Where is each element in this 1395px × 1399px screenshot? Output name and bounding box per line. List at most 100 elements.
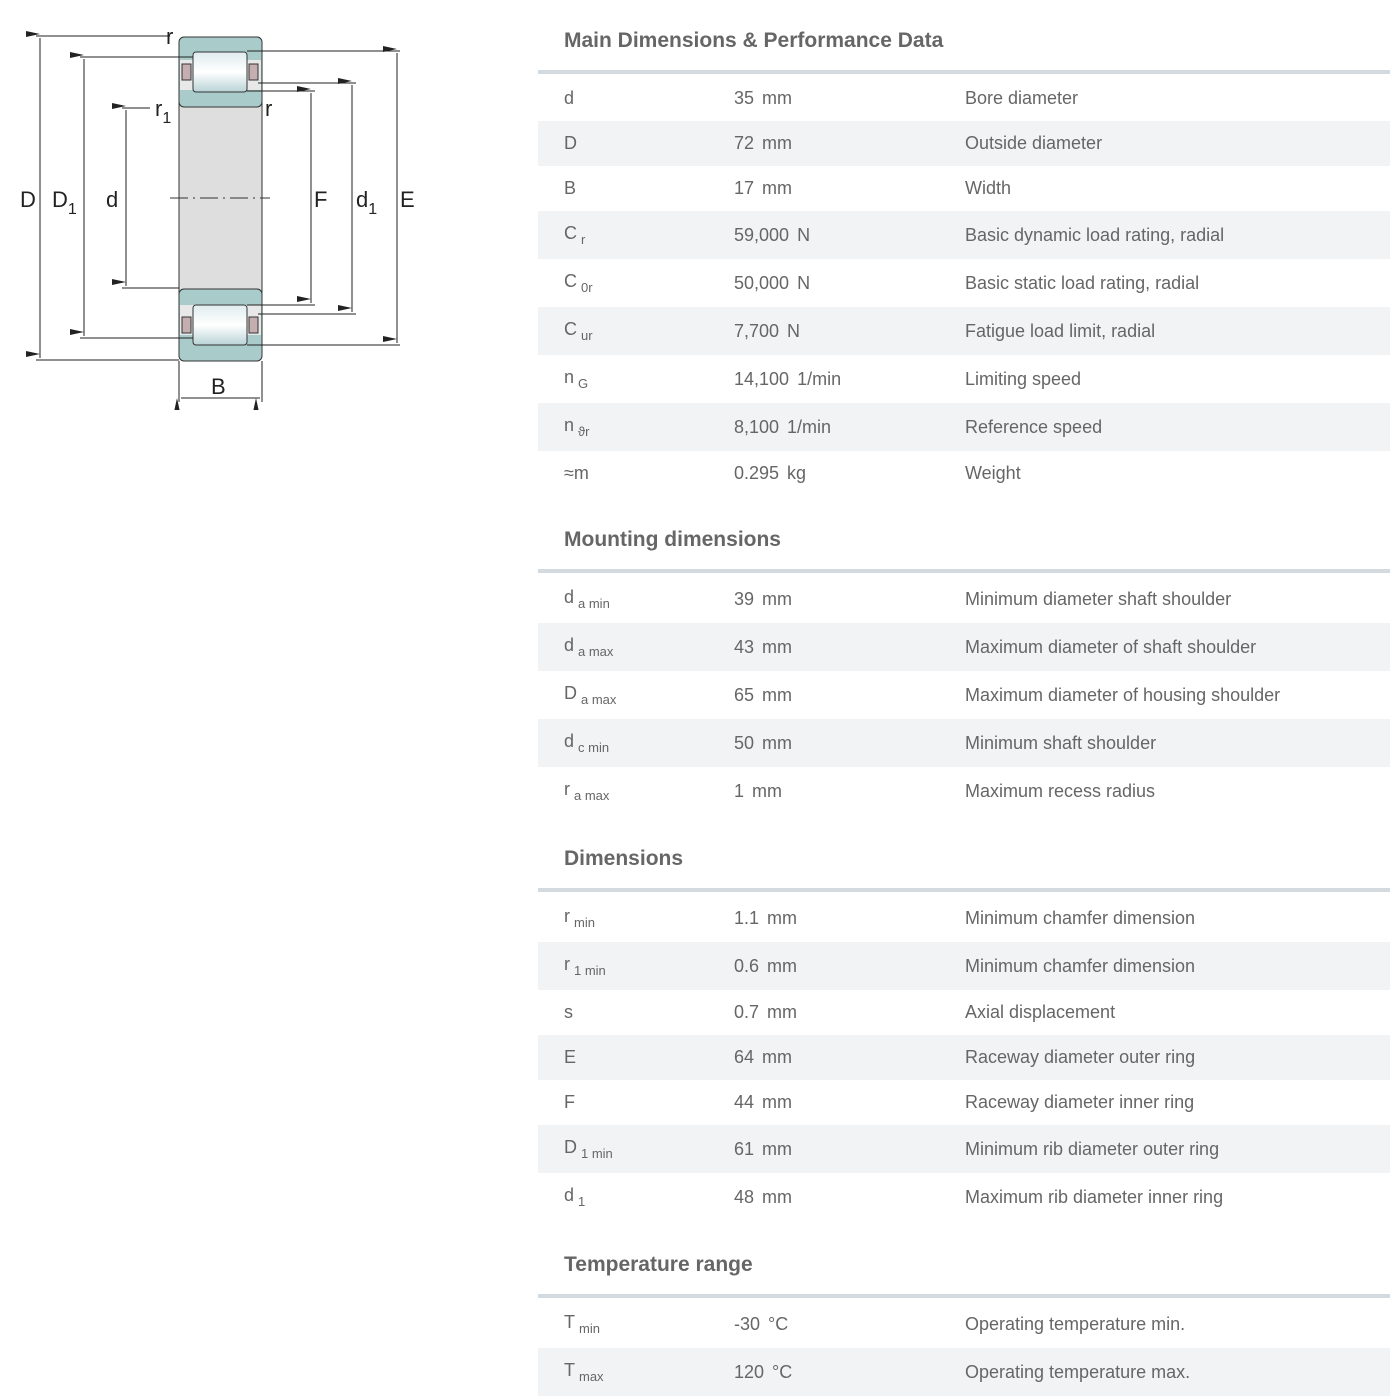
description-cell: Fatigue load limit, radial (965, 320, 1156, 341)
bearing-cross-section-drawing: D D1 d F d1 E B r r r1 (20, 24, 415, 410)
bearing-body (170, 36, 270, 362)
value: 1.1 (734, 907, 760, 928)
symbol-cell: d (538, 88, 708, 109)
symbol: ≈m (564, 463, 589, 483)
label-E: E (400, 187, 415, 212)
section-divider (538, 888, 1390, 892)
unit: mm (762, 178, 793, 198)
unit: N (797, 224, 811, 245)
unit: °C (768, 1313, 789, 1334)
description-cell: Limiting speed (965, 368, 1082, 389)
description-cell: Minimum rib diameter outer ring (965, 1138, 1220, 1159)
value: 0.295 (734, 463, 780, 483)
value: 17 (734, 178, 755, 198)
value: 8,100 (734, 416, 780, 437)
section-title: Mounting dimensions (564, 528, 781, 551)
description-cell: Weight (965, 463, 1021, 483)
description-cell: Minimum chamfer dimension (965, 907, 1196, 928)
symbol: s (564, 1002, 573, 1022)
value: 0.6 (734, 955, 760, 976)
symbol: C (564, 223, 577, 243)
value: 7,700 (734, 320, 780, 341)
value: 44 (734, 1092, 755, 1112)
symbol: D (564, 683, 577, 703)
symbol: r (564, 906, 570, 926)
unit: mm (762, 88, 793, 108)
unit: °C (772, 1361, 793, 1382)
symbol-subscript: 0r (581, 280, 593, 295)
unit: 1/min (787, 416, 832, 437)
unit: N (797, 272, 811, 293)
section-title: Dimensions (564, 847, 684, 870)
value-cell: 59,000 N (708, 225, 939, 246)
symbol: d (564, 88, 575, 108)
symbol: E (564, 1047, 577, 1067)
value: 59,000 (734, 224, 790, 245)
description-cell: Raceway diameter outer ring (965, 1047, 1196, 1067)
description-cell: Width (965, 178, 1012, 198)
value: -30 (734, 1313, 761, 1334)
symbol-subscript: a min (578, 596, 610, 611)
label-r: r (265, 96, 272, 121)
unit: mm (762, 684, 793, 705)
label-D: D (20, 187, 36, 212)
description-cell: Axial displacement (965, 1002, 1116, 1022)
unit: mm (762, 1047, 793, 1067)
label-d: d (106, 187, 118, 212)
symbol: D (564, 133, 577, 153)
value: 48 (734, 1186, 755, 1207)
description-cell: Raceway diameter inner ring (965, 1092, 1195, 1112)
value: 35 (734, 88, 755, 108)
symbol: d (564, 1185, 575, 1205)
description-cell: Reference speed (965, 416, 1103, 437)
symbol: d (564, 587, 575, 607)
value: 43 (734, 636, 755, 657)
symbol-subscript: ϑr (578, 424, 590, 439)
symbol-subscript: ur (581, 328, 593, 343)
label-r-top: r (166, 24, 173, 49)
symbol: d (564, 635, 575, 655)
symbol: n (564, 415, 575, 435)
unit: mm (762, 732, 793, 753)
value: 72 (734, 133, 755, 153)
description-cell: Minimum chamfer dimension (965, 955, 1196, 976)
symbol: r (564, 954, 570, 974)
value-cell: 8,100 1/min (708, 417, 939, 438)
value-cell: 35 mm (708, 88, 939, 109)
label-d1: d1 (356, 187, 377, 218)
label-F: F (314, 187, 327, 212)
dimension-labels: D D1 d F d1 E B r r r1 (20, 24, 415, 399)
symbol-subscript: min (574, 915, 595, 930)
label-B: B (211, 374, 226, 399)
unit: mm (762, 1138, 793, 1159)
